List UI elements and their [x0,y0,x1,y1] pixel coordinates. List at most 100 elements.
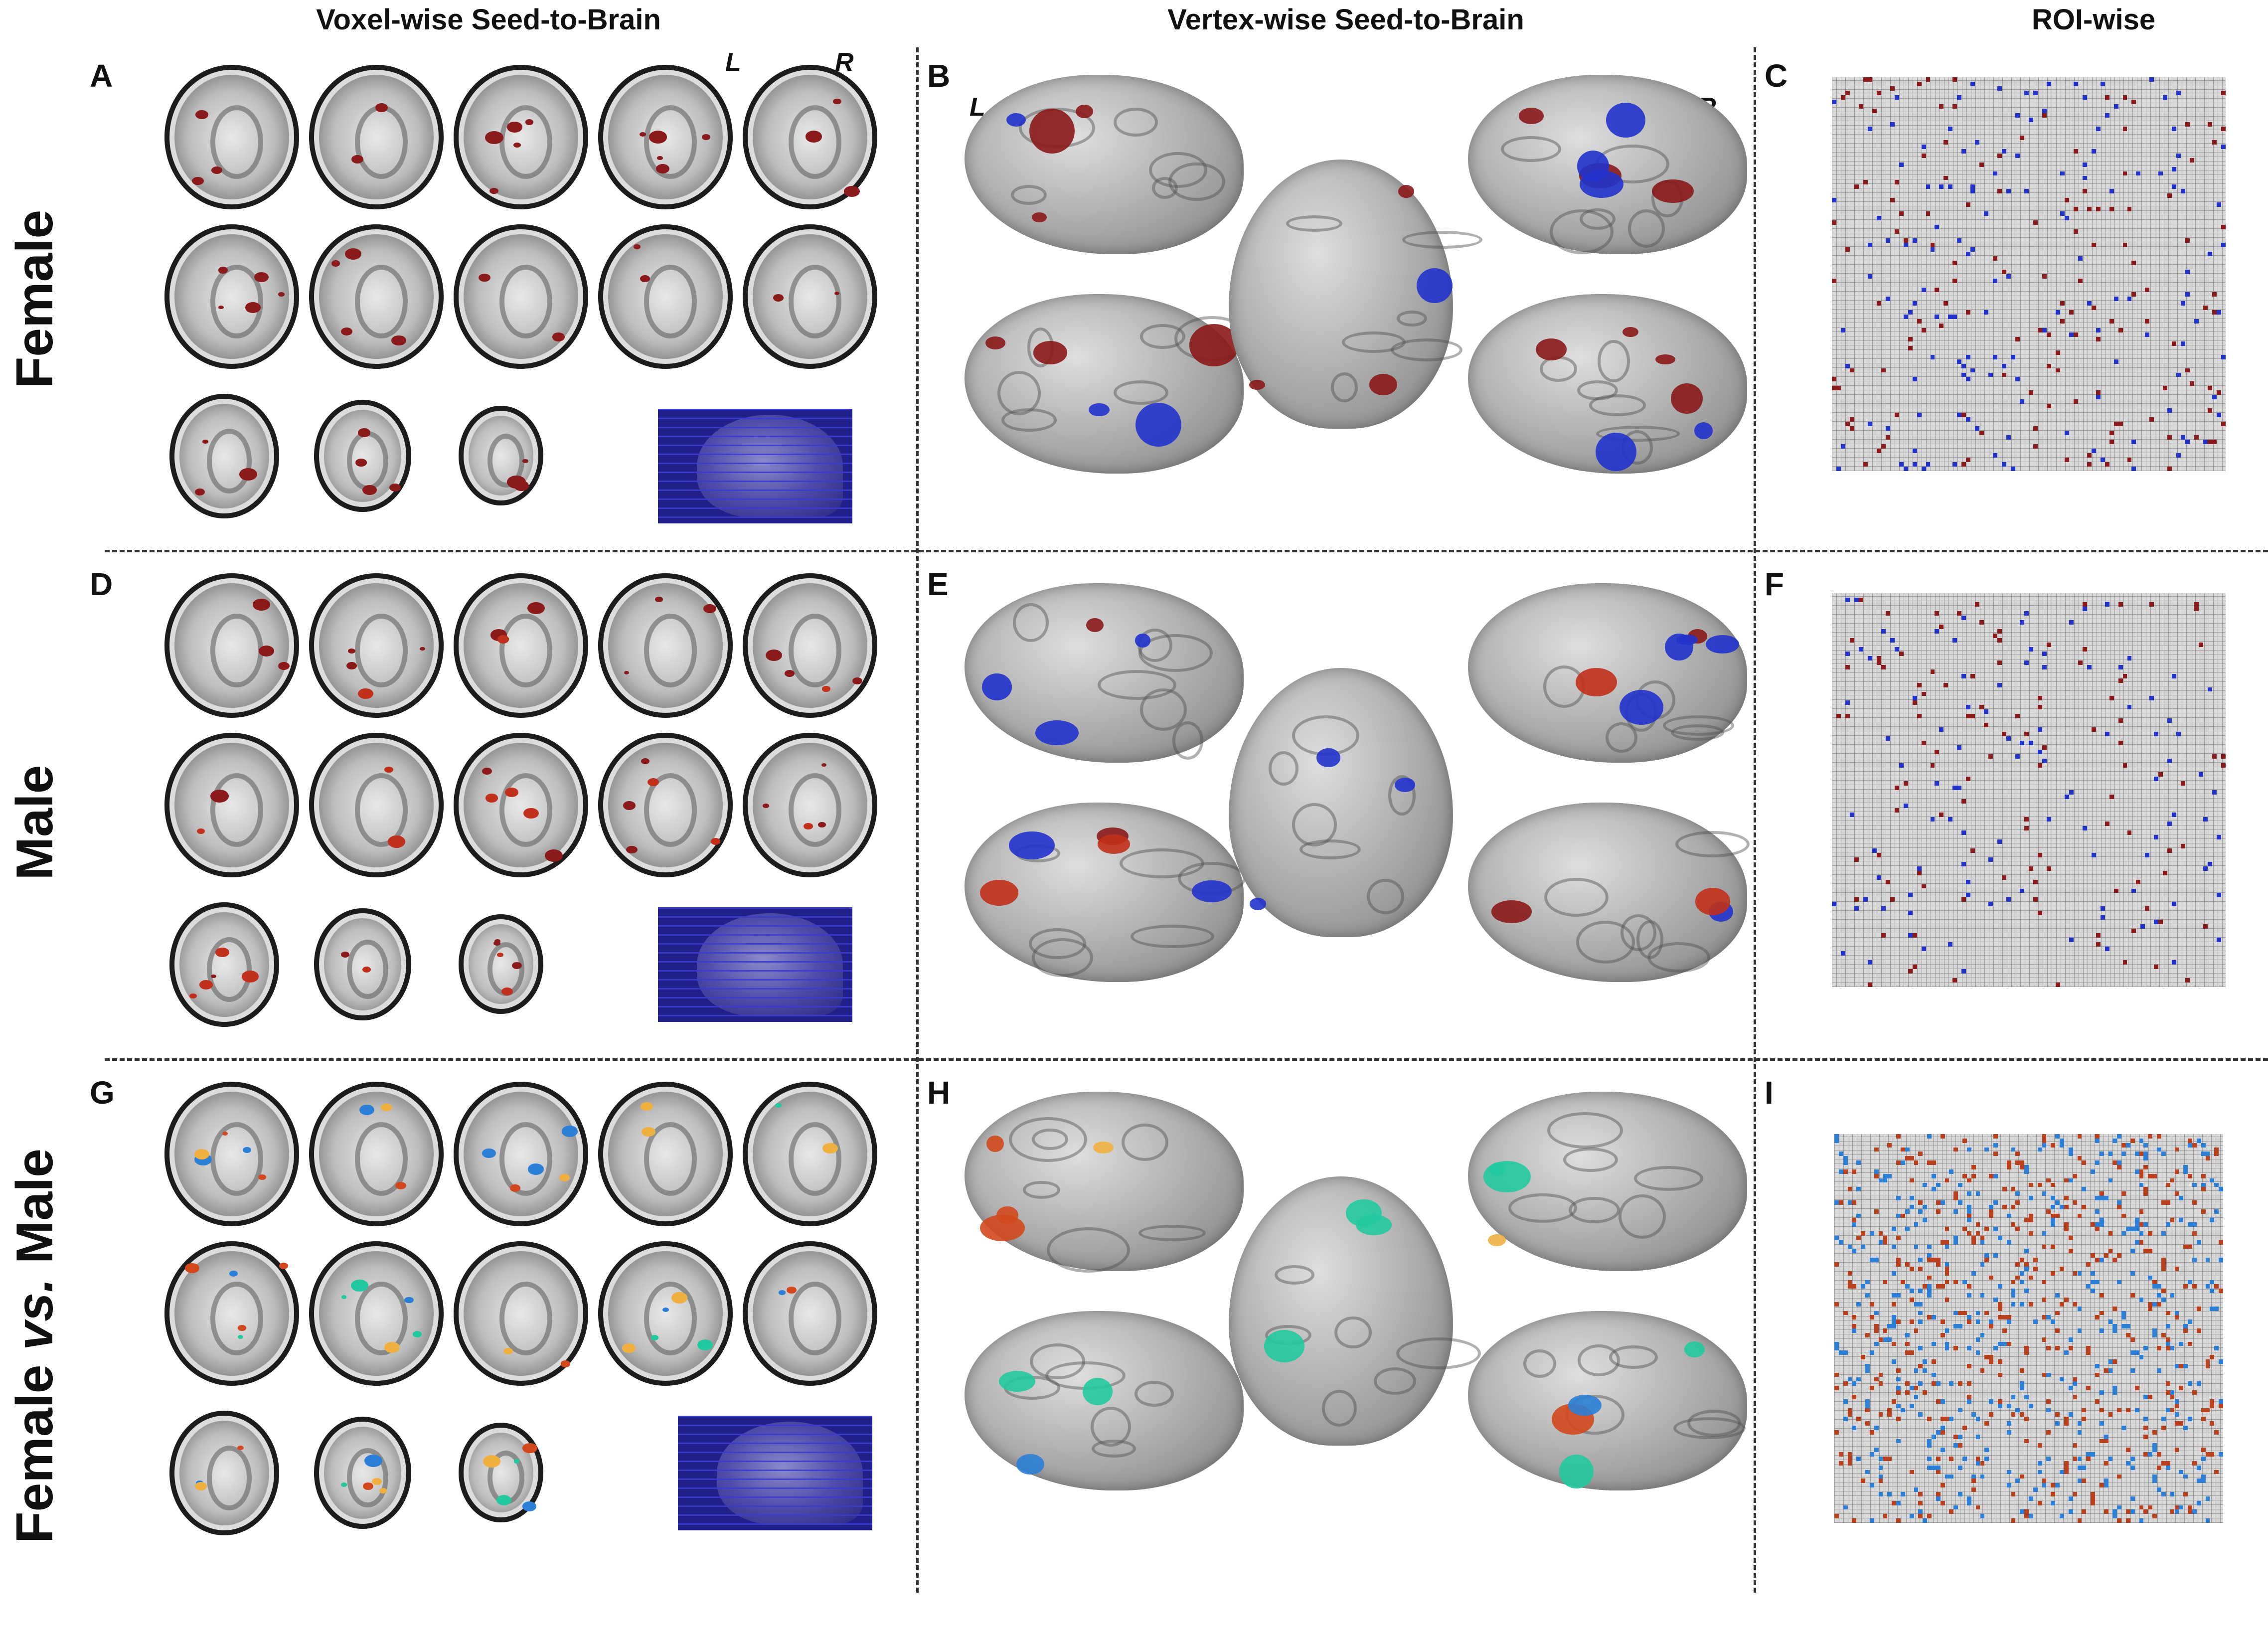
matrix-cell [1927,1443,1932,1448]
matrix-cell [2117,1280,2122,1285]
matrix-cell [1949,1509,1954,1514]
matrix-cell [2055,1293,2060,1298]
matrix-cell [1894,808,1899,813]
matrix-cell [2174,1363,2179,1368]
matrix-cell [1887,1491,1892,1496]
matrix-cell [2219,1399,2223,1404]
matrix-cell [1918,1346,1923,1351]
matrix-cell [1852,1284,1857,1289]
matrix-cell [2174,1403,2179,1408]
matrix-cell [2051,1319,2056,1324]
matrix-cell [2212,790,2217,795]
matrix-cell [1932,1160,1936,1165]
matrix-cell [2205,1452,2210,1457]
matrix-cell [2158,920,2163,925]
matrix-cell [2203,924,2208,929]
activation-blob [523,808,539,819]
matrix-cell [2020,1368,2025,1373]
activation-blob [362,485,377,495]
matrix-cell [2037,911,2042,916]
matrix-cell [1838,1200,1843,1205]
matrix-cell [1912,238,1917,243]
matrix-cell [2002,1187,2007,1192]
matrix-cell [1865,1408,1870,1413]
matrix-cell [1984,1355,1989,1360]
matrix-cell [1975,426,1980,431]
matrix-cell [1958,1381,1963,1386]
matrix-cell [2148,1452,2153,1457]
activation-blob [552,332,565,341]
matrix-cell [1971,1412,1976,1417]
matrix-cell [2143,1249,2148,1254]
matrix-cell [1900,1160,1905,1165]
matrix-cell [2183,1328,2188,1333]
matrix-cell [2029,1213,2033,1218]
activation-blob [202,439,208,444]
matrix-cell [2165,1324,2170,1328]
gyrus-fold [1031,938,1093,978]
surface-cluster [1250,898,1267,911]
activation-blob [379,1488,387,1494]
matrix-cell [2073,1302,2078,1307]
matrix-cell [2096,126,2101,131]
matrix-cell [1881,368,1886,373]
matrix-cell [1852,1381,1857,1386]
matrix-cell [2131,261,2136,266]
matrix-cell [2099,1439,2104,1444]
matrix-cell [1930,817,1935,822]
matrix-cell [1957,745,1962,750]
matrix-cell [2122,126,2127,131]
activation-blob [561,1360,570,1367]
matrix-cell [1887,1457,1892,1461]
matrix-cell [2046,1430,2051,1435]
matrix-cell [2024,817,2029,822]
matrix-cell [1861,1479,1866,1483]
matrix-cell [1852,1169,1857,1174]
matrix-cell [1909,1319,1914,1324]
matrix-cell [1834,1302,1839,1307]
separator-horizontal-1 [105,550,2268,552]
matrix-cell [2086,1452,2091,1457]
matrix-cell [2157,1368,2161,1373]
matrix-cell [1993,171,1998,176]
matrix-cell [2205,1258,2210,1263]
matrix-cell [2192,1222,2197,1227]
matrix-cell [2143,1417,2148,1422]
matrix-cell [1914,1386,1919,1391]
matrix-cell [1908,893,1913,898]
activation-blob [623,801,636,810]
matrix-cell [1953,1443,1958,1448]
slice-position-lines [658,409,852,523]
activation-blob [278,292,285,297]
matrix-cell [2099,1152,2104,1156]
matrix-cell [1918,1209,1923,1214]
matrix-cell [2172,184,2177,189]
matrix-cell [1878,1381,1883,1386]
matrix-cell [1984,709,1989,714]
matrix-cell [1918,1266,1923,1271]
matrix-cell [1948,126,1953,131]
matrix-cell [1975,1505,1980,1510]
matrix-cell [1878,1465,1883,1470]
matrix-cell [1856,1457,1861,1461]
activation-blob [345,248,362,260]
matrix-cell [2082,95,2087,100]
matrix-cell [1961,861,1966,866]
matrix-cell [1861,1355,1866,1360]
matrix-cell [2051,1182,2056,1187]
matrix-cell [1865,1293,1870,1298]
matrix-cell [2113,888,2118,893]
separator-vertical-1 [916,47,919,1593]
matrix-cell [2024,189,2029,194]
matrix-cell [1845,90,1850,95]
activation-blob [527,1163,544,1175]
gyrus-fold [1341,331,1406,353]
matrix-cell [2086,1350,2091,1355]
activation-blob [210,790,229,803]
matrix-cell [2161,1266,2166,1271]
panel-letter-g: G [90,1075,115,1111]
activation-blob [420,647,425,651]
matrix-cell [2172,902,2177,907]
activation-blob [624,670,630,675]
matrix-cell [2037,1461,2042,1466]
